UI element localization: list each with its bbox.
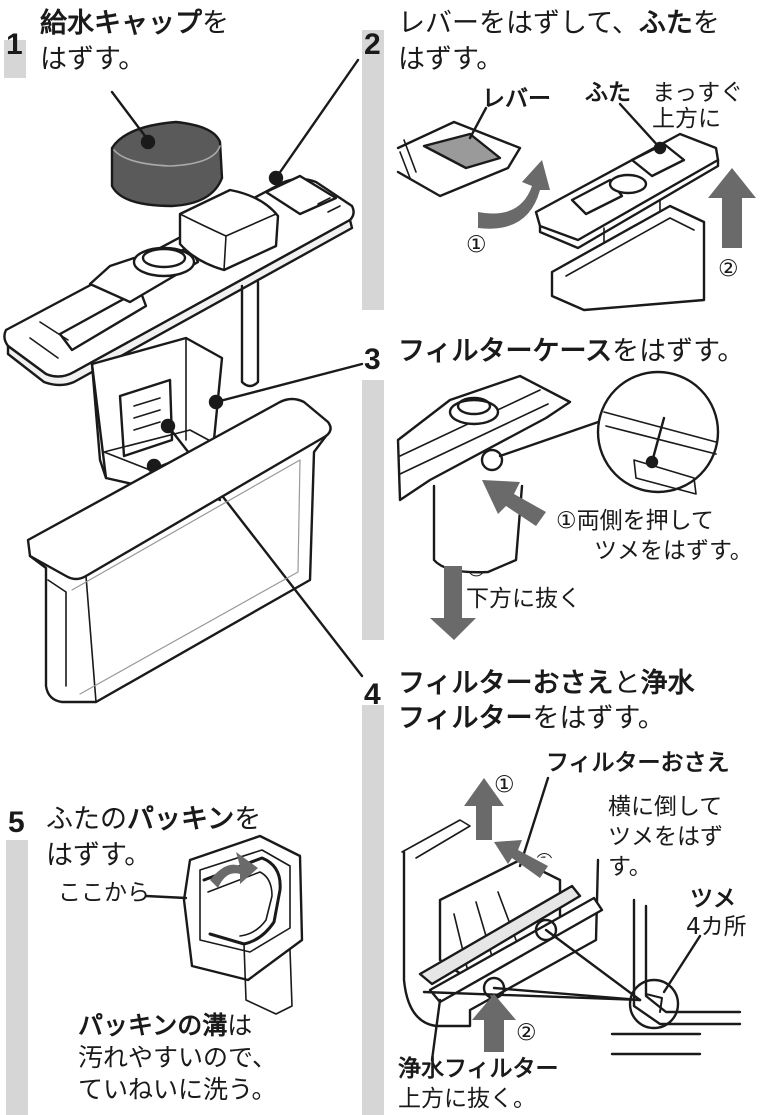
step4-title-bold3: フィルター [398, 703, 533, 734]
retainer-label: フィルターおさえ [546, 750, 730, 776]
lever-label: レバー [482, 86, 551, 112]
step4-marker-1a: ① [494, 772, 515, 798]
step4-bar [362, 705, 384, 1115]
lid-label: ふた [585, 80, 631, 106]
step1-number: 1 [6, 28, 23, 61]
step4-title-rest: をはずす。 [532, 703, 665, 734]
step1-title-bold: 給水キャップ [40, 8, 202, 39]
step3-note1-line2: ツメをはずす。 [594, 538, 753, 564]
step2-tank-illustration [550, 204, 706, 312]
groove-note-line1: パッキンの溝は [78, 1010, 252, 1042]
step3-lid-illustration [396, 370, 720, 574]
cap-illustration [110, 90, 224, 208]
step3-note1-line1: ①両側を押して [556, 508, 714, 534]
step4-number: 4 [364, 678, 381, 711]
here-label: ここから [58, 880, 150, 906]
step1-bar [4, 40, 26, 78]
tank-illustration [26, 397, 332, 704]
step4-title-line2: フィルターをはずす。 [398, 703, 665, 735]
retainer-up-arrow [464, 778, 504, 840]
step4-title-bold1: フィルターおさえ [398, 668, 614, 699]
step1-title: 給水キャップを [40, 8, 229, 40]
lid-illustration [3, 58, 360, 387]
tilt-note-2: ツメをはず [608, 824, 723, 850]
push-arrow [482, 480, 546, 526]
groove-note-line3: ていねいに洗う。 [78, 1075, 277, 1104]
claw-detail-illustration [610, 898, 742, 1056]
step5-title-pre: ふたの [46, 804, 127, 835]
step4-title-line1: フィルターおさえと浄水 [398, 668, 694, 700]
step3-title: フィルターケースをはずす。 [398, 336, 744, 368]
retainer-push-arrow [494, 840, 548, 878]
step4-title-mid: と [613, 668, 641, 699]
step4-case-illustration [401, 776, 642, 1062]
lever-illustration [396, 106, 522, 198]
step3-bar [362, 380, 384, 640]
step5-number: 5 [8, 806, 25, 839]
groove-note-line2: 汚れやすいので、 [78, 1043, 278, 1072]
step2-marker-1: ① [466, 232, 487, 258]
step5-bar [6, 840, 28, 1115]
step5-title-rest: を [234, 804, 262, 835]
step2-title-pre: レバーをはずして、 [398, 8, 639, 39]
step3-title-rest: をはずす。 [612, 336, 745, 367]
step4-claw-label: ツメ [690, 886, 736, 912]
step1-title-rest: を [202, 8, 229, 39]
step2-line2: はずす。 [398, 44, 504, 75]
lever-rotate-arrow [478, 160, 550, 229]
filter-up-note: 上方に抜く。 [398, 1086, 536, 1112]
step5-title: ふたのパッキンを [46, 804, 261, 836]
packing-illustration [144, 834, 304, 1015]
tilt-note-1: 横に倒して [608, 794, 723, 820]
tilt-note-3: す。 [608, 854, 652, 880]
step3-note2: 下方に抜く [466, 586, 581, 612]
step5-title-bold: パッキン [127, 804, 235, 835]
packing-lift-arrow [210, 852, 258, 888]
step2-title-rest: を [692, 8, 720, 39]
step2-marker-2: ② [718, 256, 739, 282]
groove-note-rest: は [227, 1011, 253, 1040]
rod-illustration [240, 280, 260, 388]
down-arrow [430, 566, 476, 640]
step4-count-label: 4カ所 [686, 914, 747, 940]
step4-title-bold2: 浄水 [640, 668, 695, 699]
lid-up-arrow [708, 168, 756, 248]
step2-number: 2 [364, 28, 381, 61]
step2-bar [362, 30, 384, 310]
step5-line2: はずす。 [46, 840, 152, 871]
step2-title-bold: ふた [638, 8, 693, 39]
step1-line2: はずす。 [40, 44, 146, 75]
groove-note-bold: パッキンの溝 [78, 1011, 228, 1040]
step4-marker-2: ② [516, 1020, 537, 1046]
step2-title: レバーをはずして、ふたを [398, 8, 720, 40]
filter-label: 浄水フィルター [398, 1056, 559, 1082]
filter-up-arrow [472, 994, 516, 1052]
step3-title-bold: フィルターケース [398, 336, 613, 367]
straight-up-label-2: 上方に [652, 106, 721, 132]
straight-up-label-1: まっすぐ [652, 80, 744, 106]
step3-number: 3 [364, 343, 381, 376]
